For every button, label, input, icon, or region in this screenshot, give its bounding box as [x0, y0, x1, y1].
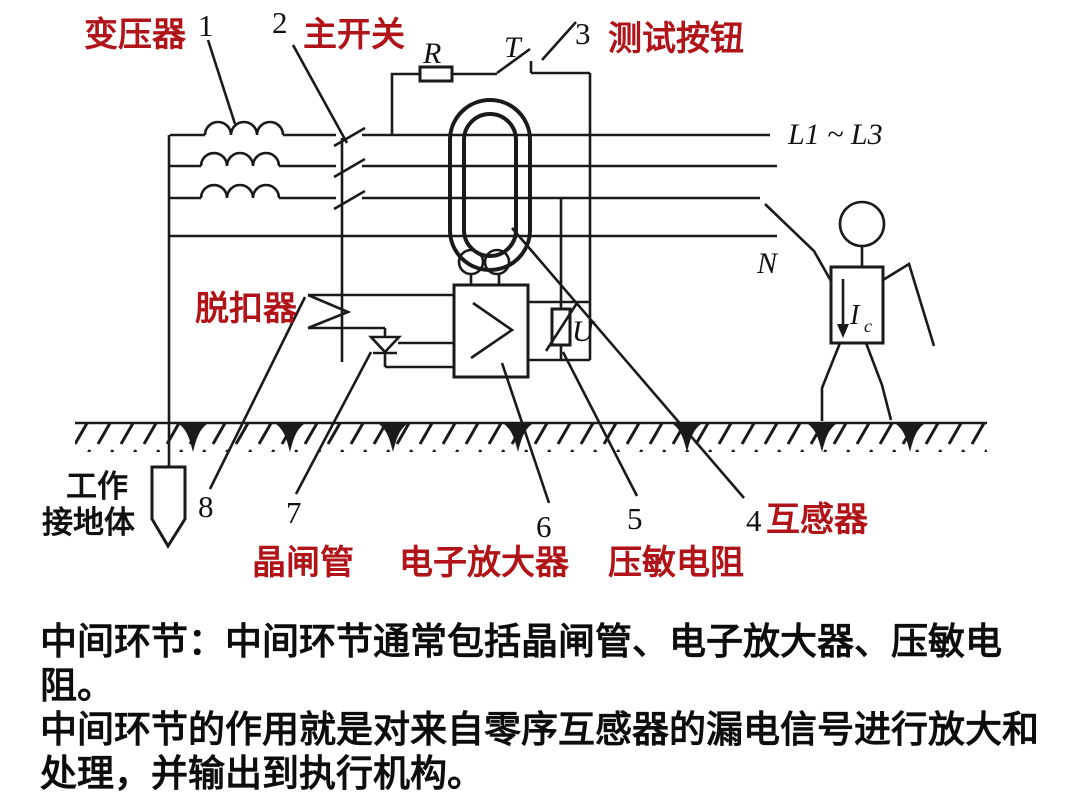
varistor-voltage-label: U [572, 315, 596, 348]
callout-4: 4 [746, 503, 762, 538]
callout-3: 3 [575, 16, 591, 51]
phase-range-label: L1 ~ L3 [787, 118, 883, 151]
transformer-label: 变压器 [84, 16, 187, 54]
caption-line-3: 处理，并输出到执行机构。 [40, 753, 484, 794]
test-switch-symbol-label: T [504, 31, 523, 64]
earth-electrode-symbol [150, 465, 187, 549]
test-circuit [390, 47, 592, 360]
transformer-symbol [167, 120, 285, 467]
amplifier-symbol [452, 283, 530, 379]
amplifier-label: 电子放大器 [399, 544, 570, 582]
callout-1: 1 [198, 8, 214, 43]
callout-5: 5 [627, 501, 643, 536]
varistor-label: 压敏电阻 [608, 544, 744, 582]
body-current-arrow [837, 279, 849, 338]
varistor-symbol [528, 198, 590, 362]
resistor-symbol-label: R [422, 37, 441, 70]
working-ground-label-2: 接地体 [42, 505, 135, 540]
neutral-label: N [756, 247, 779, 280]
person-figure [764, 200, 936, 421]
caption-paragraph: 中间环节：中间环节通常包括晶闸管、电子放大器、压敏电阻。 中间环节的作用就是对来… [40, 620, 1070, 796]
main-switch-symbol [333, 126, 366, 362]
rcd-circuit-diagram: 变压器 1 2 主开关 3 测试按钮 R T L1 ~ L3 N 脱扣器 U I… [42, 5, 987, 582]
main-switch-label: 主开关 [303, 16, 405, 54]
trip-device-label: 脱扣器 [195, 290, 298, 328]
trip-device-symbol [307, 293, 454, 330]
caption-line-1: 中间环节：中间环节通常包括晶闸管、电子放大器、压敏电阻。 [40, 621, 1002, 706]
thyristor-symbol [368, 328, 454, 369]
callout-6: 6 [536, 509, 552, 544]
thyristor-label: 晶闸管 [252, 544, 354, 582]
callout-8: 8 [198, 489, 214, 524]
current-transformer-label: 互感器 [766, 501, 869, 539]
body-current-label: I c [849, 300, 872, 336]
callout-2: 2 [272, 5, 288, 40]
callout-7: 7 [286, 495, 302, 530]
working-ground-label-1: 工作 [66, 469, 128, 504]
caption-line-2: 中间环节的作用就是对来自零序互感器的漏电信号进行放大和 [40, 709, 1039, 750]
callout-lines [206, 21, 745, 504]
test-button-label: 测试按钮 [608, 20, 744, 58]
zero-sequence-ct-symbol [448, 98, 532, 286]
